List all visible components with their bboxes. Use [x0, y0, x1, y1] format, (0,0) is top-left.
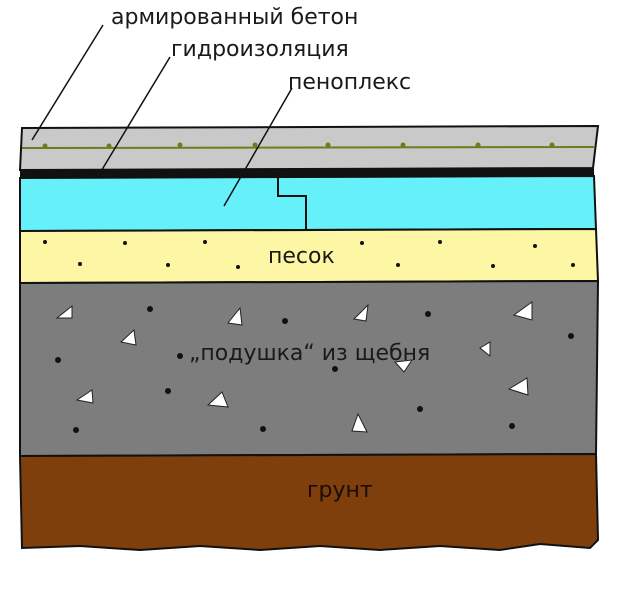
soil-layer [18, 452, 600, 552]
label-concrete: армированный бетон [111, 5, 358, 30]
foam-joint [277, 178, 307, 230]
leader-line-concrete [31, 24, 104, 141]
label-sand: песок [268, 244, 335, 269]
foam-layer [19, 174, 598, 233]
sand-dots [43, 240, 575, 269]
gravel-stones [55, 301, 533, 433]
label-gravel: „подушка“ из щебня [189, 341, 430, 366]
label-soil: грунт [307, 478, 373, 503]
rebar-line [21, 146, 595, 149]
label-foam: пеноплекс [288, 70, 411, 95]
gravel-layer [19, 279, 600, 458]
gravel-dots [55, 306, 574, 433]
leader-line-waterproofing [99, 56, 171, 174]
leader-line-foam [223, 87, 293, 207]
rebar-dots [42, 142, 555, 149]
label-waterproofing: гидроизоляция [171, 37, 349, 62]
